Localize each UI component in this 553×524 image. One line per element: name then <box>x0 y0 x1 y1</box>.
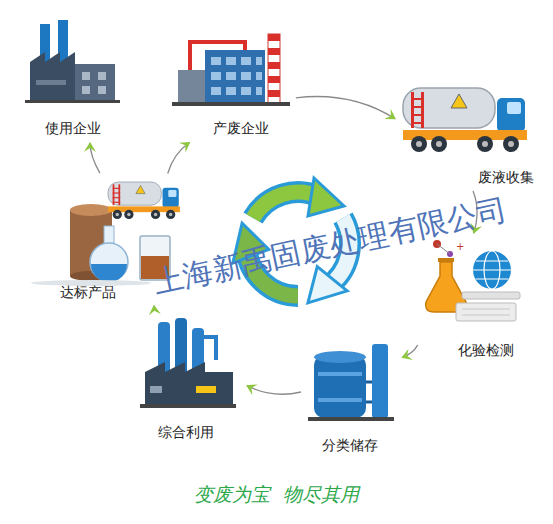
station-label: 化验检测 <box>458 341 514 359</box>
recycling-plant <box>140 318 236 408</box>
station-label: 达标产品 <box>60 283 116 301</box>
station-node: 化验检测 <box>420 236 530 362</box>
flow-arrow <box>90 143 100 173</box>
factory-icon <box>25 20 120 103</box>
svg-text:+: + <box>456 241 464 252</box>
factory-icon <box>172 34 290 106</box>
tanker-truck <box>403 88 527 152</box>
flow-arrow <box>296 96 395 118</box>
flow-arrow <box>168 143 190 174</box>
station-node: 综合利用 <box>136 314 244 444</box>
storage-tanks <box>308 344 394 421</box>
flow-arrow <box>154 306 157 312</box>
station-label: 废液收集 <box>478 168 534 186</box>
station-label: 产废企业 <box>213 119 269 137</box>
station-label: 使用企业 <box>45 119 101 137</box>
station-node: 使用企业 <box>20 22 120 140</box>
station-node: 废液收集 <box>398 82 546 188</box>
lab-icon: + <box>426 240 520 321</box>
station-node: 产废企业 <box>168 28 293 140</box>
flow-arrow <box>247 386 301 395</box>
station-node: 分类储存 <box>304 340 400 456</box>
station-label: 分类储存 <box>322 436 378 454</box>
caption: 变废为宝 物尽其用 <box>0 482 553 506</box>
flow-arrow <box>402 345 417 357</box>
station-label: 综合利用 <box>158 423 214 441</box>
